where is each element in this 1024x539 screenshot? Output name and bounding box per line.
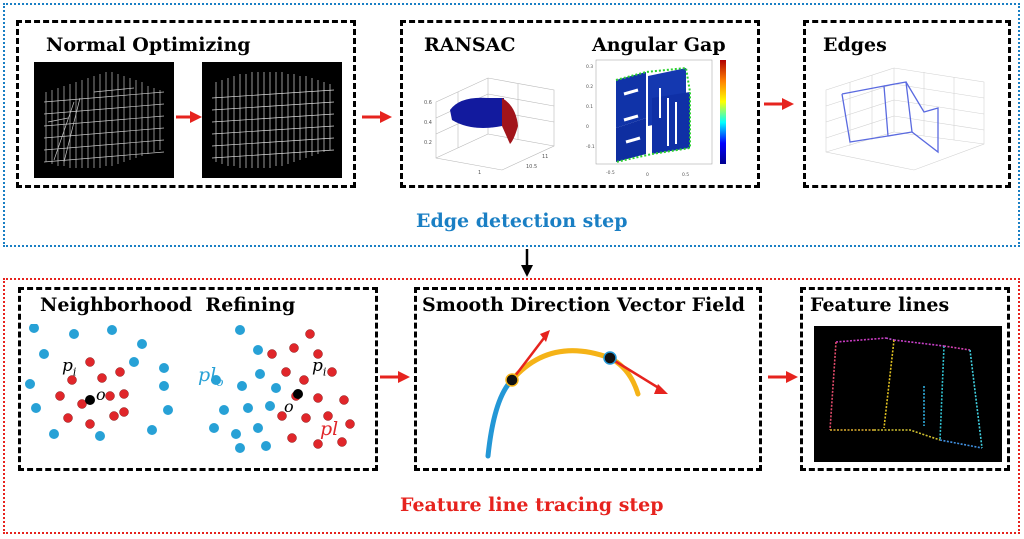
normal-optimizing-panel: [16, 20, 356, 188]
svg-text:11: 11: [542, 154, 548, 160]
pl-label: pl: [320, 418, 339, 440]
feature-line-tracing-stage: [3, 278, 1020, 534]
down-arrow-icon: [519, 249, 535, 277]
svg-text:0.2: 0.2: [586, 84, 593, 90]
svg-text:0.2: 0.2: [424, 140, 432, 146]
right-arrow-icon: [362, 109, 392, 125]
pi-label-left: pi: [62, 356, 77, 379]
svg-text:-0.1: -0.1: [586, 144, 595, 150]
svg-text:0.3: 0.3: [586, 64, 593, 70]
normal-optimizing-image-after: [202, 62, 342, 178]
right-arrow-icon: [768, 369, 798, 385]
svg-text:1: 1: [478, 170, 481, 176]
angular-gap-title: Angular Gap: [592, 34, 726, 56]
vector-field-diagram: [480, 322, 680, 462]
o-label-left: o: [96, 385, 106, 404]
svg-text:0.6: 0.6: [424, 100, 432, 106]
normal-optimizing-image-before: [34, 62, 174, 178]
ransac-panel: [400, 20, 760, 188]
vector-field-title: Smooth Direction Vector Field: [422, 294, 745, 316]
right-arrow-icon: [176, 109, 202, 125]
neighborhood-refining-title: Neighborhood Refining: [40, 294, 296, 316]
ransac-title: RANSAC: [424, 34, 516, 56]
svg-text:-0.5: -0.5: [606, 170, 615, 176]
angular-gap-plot-image: 0.3 0.2 0.1 0 -0.1 -0.5 0 0.5: [586, 58, 734, 182]
feature-line-tracing-step-label: Feature line tracing step: [400, 494, 664, 516]
edges-plot-image: [814, 60, 1002, 180]
edge-detection-step-label: Edge detection step: [416, 210, 628, 232]
svg-text:0.4: 0.4: [424, 120, 432, 126]
feature-lines-panel: [800, 287, 1010, 471]
vector-field-panel: [414, 287, 762, 471]
svg-text:0: 0: [586, 124, 589, 130]
feature-lines-title: Feature lines: [810, 294, 950, 316]
point-cloud-before-image: [43, 72, 165, 168]
neighborhood-refining-panel: [18, 287, 378, 471]
svg-text:10.5: 10.5: [526, 164, 537, 170]
normal-optimizing-title: Normal Optimizing: [46, 34, 251, 56]
pi-label-right: pi: [312, 356, 327, 379]
o-label-right: o: [284, 397, 294, 416]
right-arrow-icon: [764, 96, 794, 112]
right-arrow-icon: [380, 369, 410, 385]
edge-detection-stage: [3, 3, 1020, 247]
feature-lines-image: [814, 326, 1002, 462]
edges-panel: [803, 20, 1011, 188]
svg-text:0.1: 0.1: [586, 104, 593, 110]
neighborhood-after-diagram: [200, 324, 370, 464]
edges-title: Edges: [823, 34, 887, 56]
neighborhood-before-diagram: [24, 324, 194, 464]
colorbar: [720, 60, 726, 164]
ransac-plot-image: 0.6 0.4 0.2 1 10.5 11: [418, 62, 568, 180]
plo-label: plo: [198, 364, 224, 389]
svg-text:0: 0: [646, 172, 649, 178]
point-cloud-after-image: [211, 72, 335, 168]
svg-text:0.5: 0.5: [682, 172, 689, 178]
